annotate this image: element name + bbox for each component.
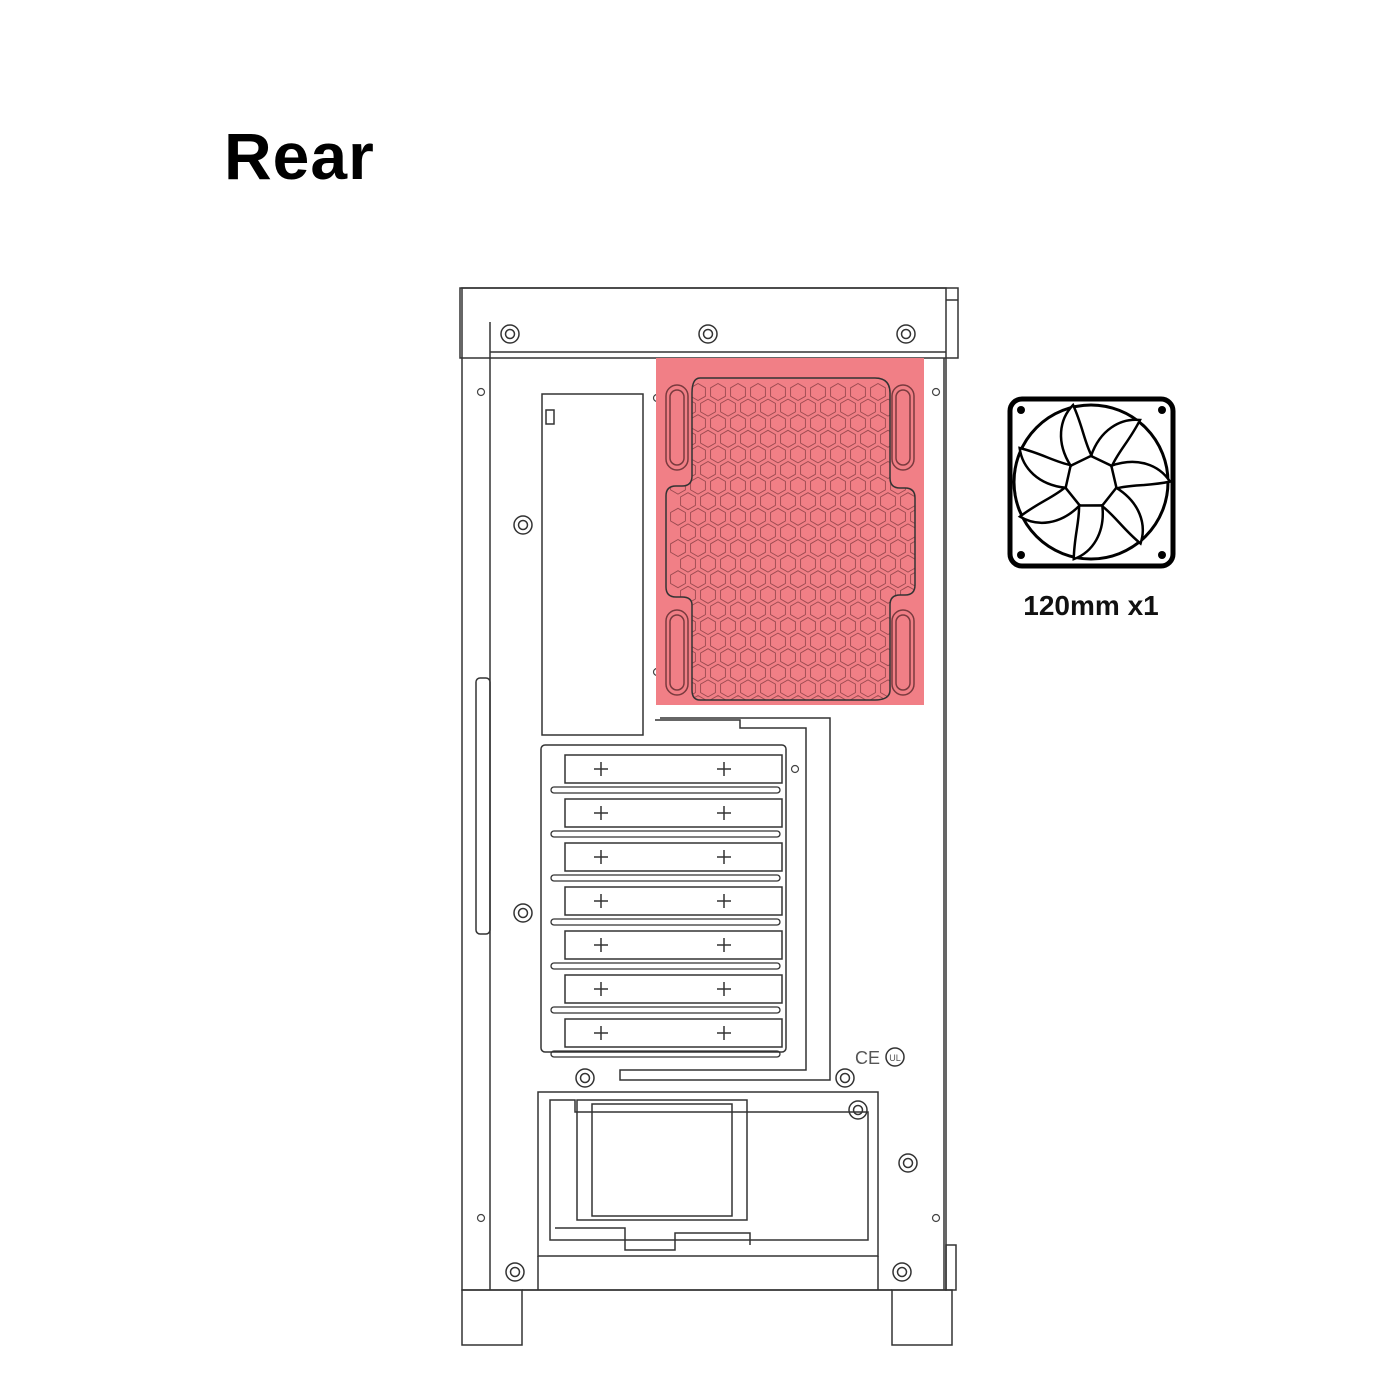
hole (931, 1213, 941, 1223)
hole (790, 764, 800, 774)
rear-fan-mount-highlight (656, 358, 924, 705)
screw-cross-icon (594, 806, 608, 820)
pci-slot-cover (550, 930, 783, 970)
screw-icon (848, 1100, 868, 1120)
screw-cross-icon (594, 850, 608, 864)
screw-cross-icon (594, 894, 608, 908)
pci-slot-cover (550, 798, 783, 838)
screw-cross-icon (717, 982, 731, 996)
screw-cross-icon (594, 1026, 608, 1040)
screw-cross-icon (717, 762, 731, 776)
screw-icon (513, 903, 533, 923)
fan-blade (1100, 486, 1145, 546)
fan-blade (1109, 460, 1173, 490)
pci-slot-cover (550, 886, 783, 926)
fan-icon (1007, 396, 1176, 569)
screw-icon (896, 324, 916, 344)
cable-slot (541, 393, 644, 736)
screw-cross-icon (594, 938, 608, 952)
hole (931, 387, 941, 397)
slot-tab (545, 409, 555, 425)
pci-slot-cover (550, 842, 783, 882)
screw-icon (500, 324, 520, 344)
screw-cross-icon (717, 1026, 731, 1040)
screw-icon (835, 1068, 855, 1088)
fan-blade (1018, 446, 1073, 490)
fan-blade (1072, 504, 1105, 561)
ce-mark: CE (855, 1048, 880, 1068)
screw-icon (513, 515, 533, 535)
pci-slot-cover (550, 974, 783, 1014)
screws (500, 324, 918, 1282)
screw-cross-icon (717, 894, 731, 908)
pci-slot-cover (550, 1018, 783, 1058)
fan-blade (1059, 402, 1094, 468)
screw-cross-icon (717, 850, 731, 864)
expansion-slot-area (540, 717, 831, 1081)
screw-cross-icon (717, 806, 731, 820)
fan-spec-label: 120mm x1 (1023, 590, 1159, 621)
feet (461, 1289, 953, 1346)
screw-cross-icon (594, 762, 608, 776)
hole (476, 387, 486, 397)
screw-cross-icon (594, 982, 608, 996)
fan-blade (1017, 485, 1082, 524)
psu-bay (537, 1091, 879, 1290)
pci-slot-cover (550, 754, 783, 794)
certification-marks: CE UL (855, 1047, 905, 1068)
ul-mark: UL (889, 1053, 901, 1063)
screw-icon (892, 1262, 912, 1282)
hole (476, 1213, 486, 1223)
screw-icon (505, 1262, 525, 1282)
screw-icon (575, 1068, 595, 1088)
screw-cross-icon (717, 938, 731, 952)
screw-icon (698, 324, 718, 344)
screw-icon (898, 1153, 918, 1173)
fan-blade (1089, 418, 1142, 468)
page-title: Rear (224, 119, 375, 193)
